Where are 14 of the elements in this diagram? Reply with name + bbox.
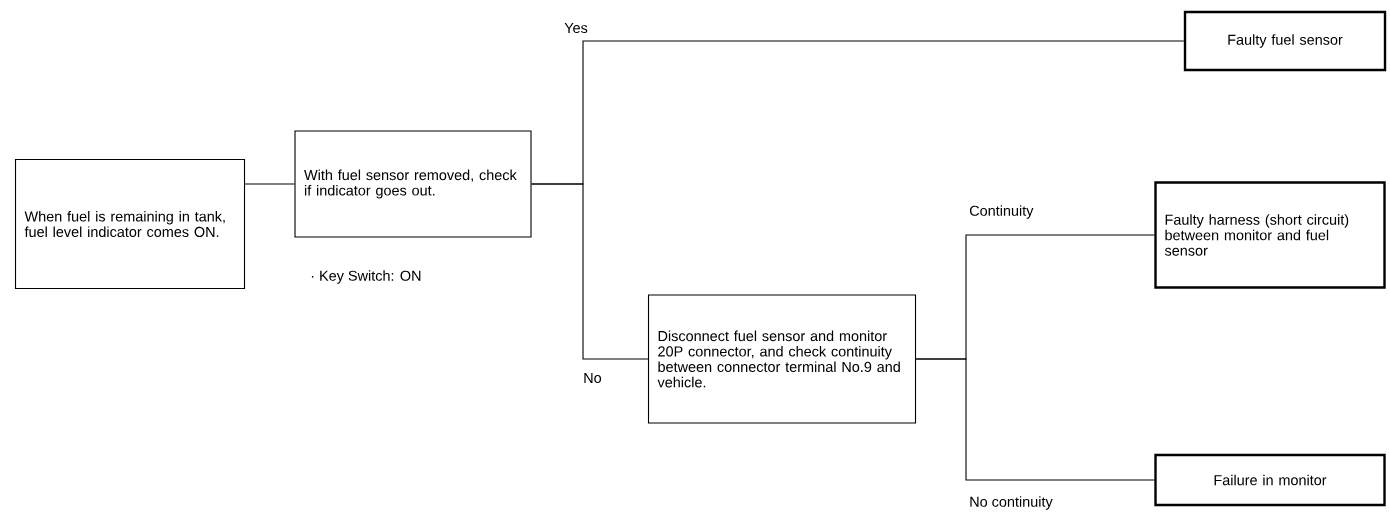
edge-label: No continuity [970, 496, 1053, 510]
result-box: Faulty harness (short circuit) between monitor and fuel sensor [1154, 181, 1386, 289]
connector-line [915, 358, 1155, 481]
process-box: When fuel is remaining in tank, fuel level indicator comes ON. [14, 158, 246, 290]
edge-label: Continuity [969, 205, 1034, 219]
edge-label: No [584, 372, 602, 384]
result-box: Failure in monitor [1154, 453, 1386, 507]
result-box: Faulty fuel sensor [1183, 10, 1387, 72]
note-text: · Key Switch: ON [311, 270, 421, 284]
process-box: With fuel sensor removed, check if indicator goes out. [294, 130, 532, 238]
process-box: Disconnect fuel sensor and monitor 20P connector, and check continuity between connector terminal No.9 and vehicle. [647, 294, 917, 424]
connector-line [531, 183, 649, 360]
edge-label: Yes [564, 22, 588, 34]
connector-line [244, 183, 295, 185]
